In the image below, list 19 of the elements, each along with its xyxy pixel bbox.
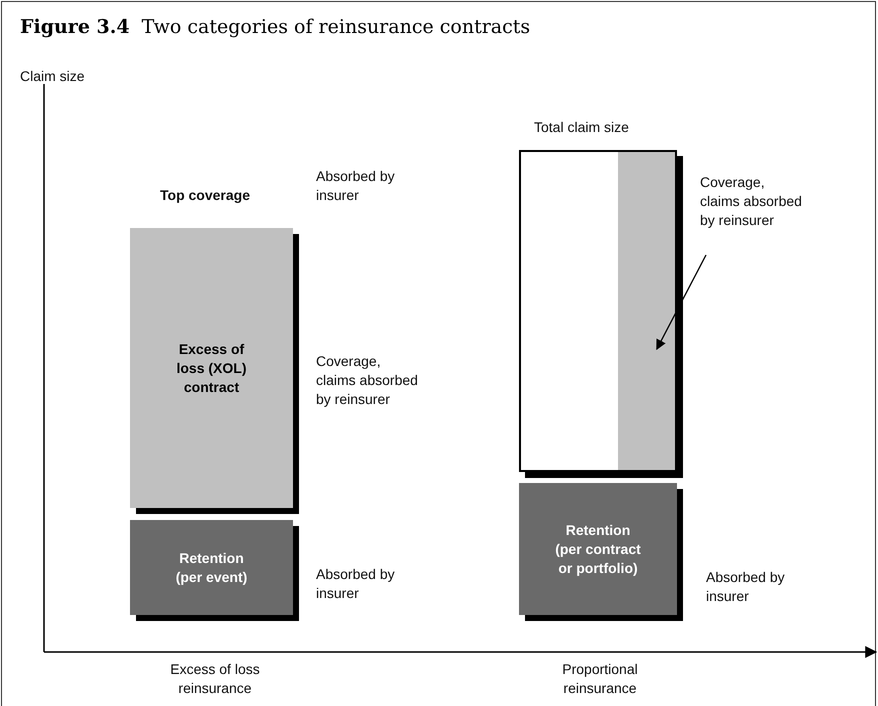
retention-block xyxy=(130,520,293,615)
block-label: Retention (per contract or portfolio) xyxy=(554,520,642,578)
block-caption: Top coverage xyxy=(159,186,251,205)
block-label: Retention (per event) xyxy=(174,548,248,586)
block-label: Excess of loss (XOL) contract xyxy=(175,340,248,396)
leader-arrow xyxy=(656,254,707,350)
annotation-text: Coverage, claims absorbed by reinsurer xyxy=(316,352,419,409)
figure-title: Figure 3.4 Two categories of reinsurance contracts xyxy=(20,16,530,38)
annotation-text: Absorbed by insurer xyxy=(706,568,786,606)
coverage-strip xyxy=(618,152,675,470)
coverage-block xyxy=(130,228,293,508)
retention-block xyxy=(519,483,677,615)
callout-text: Coverage, claims absorbed by reinsurer xyxy=(700,173,806,253)
axis-category-label: Proportional reinsurance xyxy=(561,660,639,698)
block-caption: Total claim size xyxy=(534,118,629,137)
axis-category-label: Excess of loss reinsurance xyxy=(169,660,261,698)
axis-label: Claim size xyxy=(20,67,86,86)
annotation-text: Absorbed by insurer xyxy=(316,565,396,603)
annotation-text: Absorbed by insurer xyxy=(316,167,396,205)
